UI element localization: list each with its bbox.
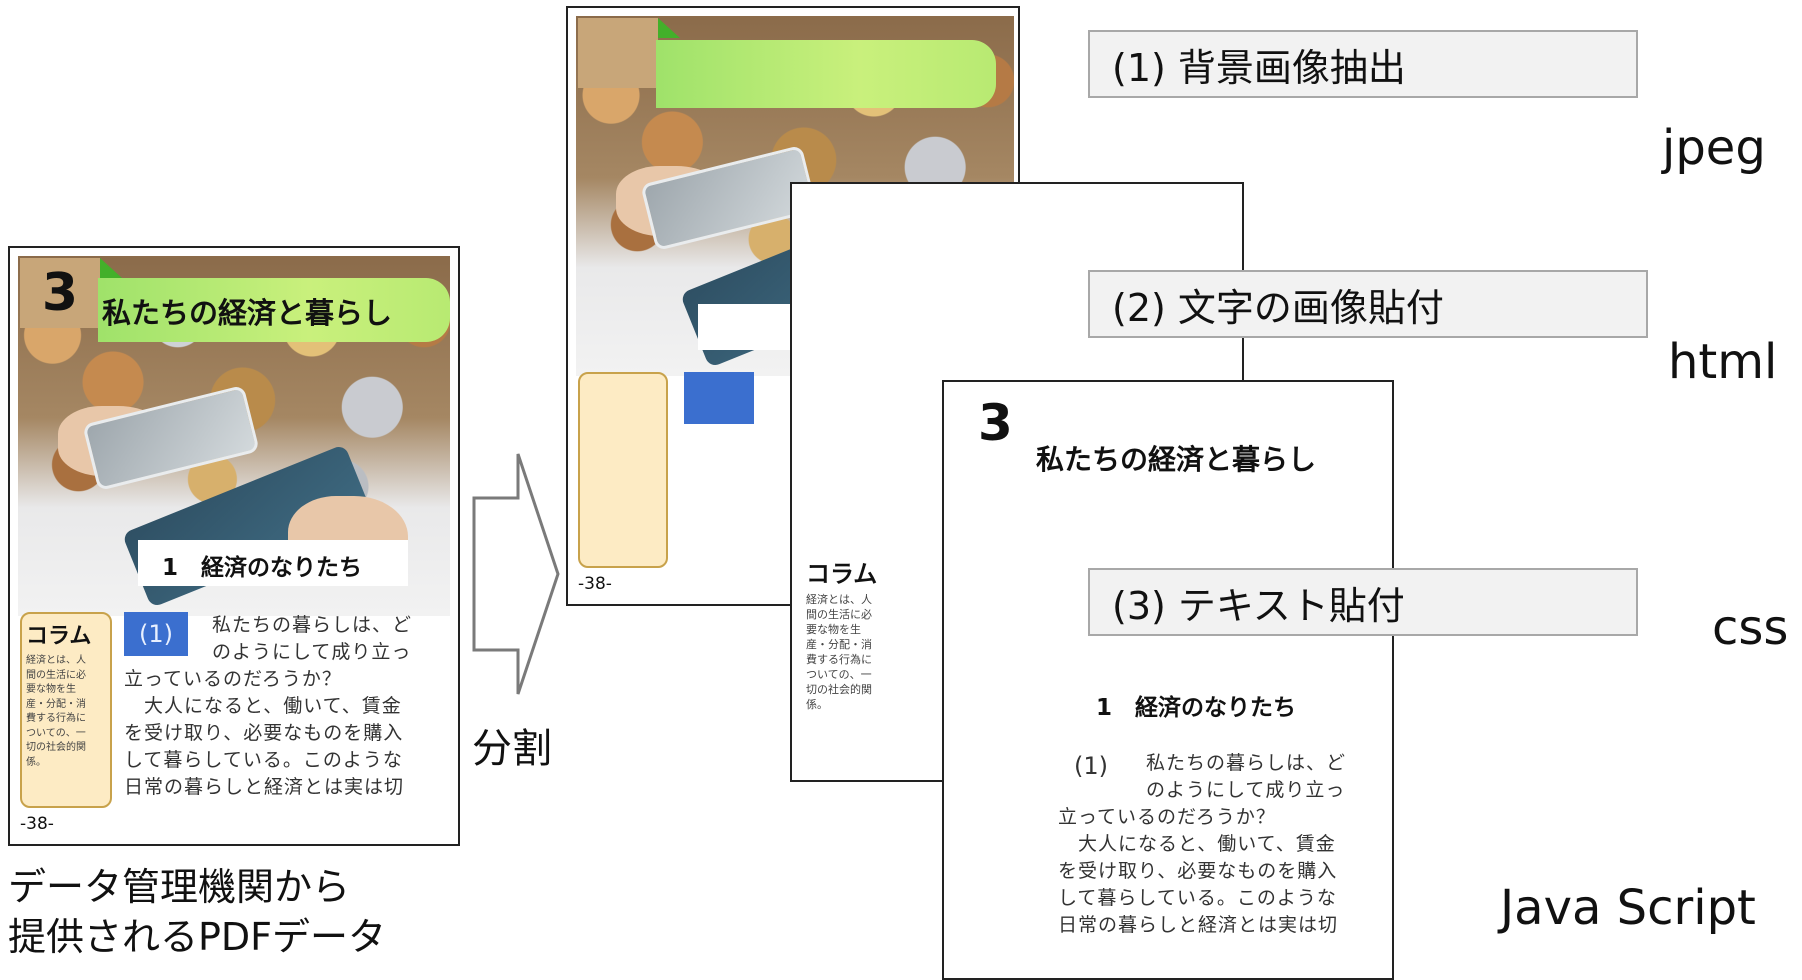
arrow-icon (472, 453, 560, 695)
paragraph-number: (1) (139, 620, 173, 648)
column-text: 経済とは、人間の生活に必 要な物を生産・分配・消 費する行為についての、一 切の… (26, 655, 86, 768)
chapter-number: 3 (978, 394, 1013, 452)
chapter-title: 私たちの経済と暮らし (1036, 443, 1317, 476)
chapter-number: 3 (41, 263, 79, 323)
step-label-character-image: (2) 文字の画像貼付 (1088, 270, 1648, 338)
chapter-number-tab (578, 18, 658, 88)
paragraph-number-badge: (1) (124, 612, 188, 656)
split-label: 分割 (472, 726, 552, 772)
section-heading: 1 経済のなりたち (162, 555, 363, 581)
paragraph-number: (1) (1074, 752, 1108, 780)
column-box: コラム 経済とは、人間の生活に必 要な物を生産・分配・消 費する行為についての、… (20, 612, 112, 808)
body-text: 私たちの暮らしは、ど のようにして成り立っ 立っているのだろうか？ 大人になると… (1058, 752, 1347, 936)
split-arrow (470, 450, 562, 698)
format-css: css (1712, 600, 1789, 656)
step-label-text-paste: (3) テキスト貼付 (1088, 568, 1638, 636)
original-pdf-page: 3 私たちの経済と暮らし 1 経済のなりたち コラム 経済とは、人間の生活に必 … (8, 246, 460, 846)
caption-line: データ管理機関から (8, 865, 351, 909)
chapter-title-band (98, 278, 450, 342)
page-number: -38- (578, 574, 612, 594)
format-html: html (1668, 334, 1778, 390)
page-number: -38- (20, 814, 54, 834)
chapter-number-tab: 3 (20, 258, 100, 328)
format-javascript: Java Script (1500, 880, 1756, 936)
body-text: 私たちの暮らしは、ど のようにして成り立っ 立っているのだろうか？ 大人になると… (124, 614, 413, 798)
column-title: コラム (806, 560, 878, 588)
paragraph-badge-block (684, 372, 754, 424)
pdf-caption: データ管理機関から 提供されるPDFデータ (8, 862, 386, 962)
section-heading-box (138, 540, 408, 586)
column-title: コラム (26, 624, 92, 649)
layer-text: 3 私たちの経済と暮らし 1 経済のなりたち (1) 私たちの暮らしは、ど のよ… (942, 380, 1394, 980)
caption-line: 提供されるPDFデータ (8, 915, 387, 959)
chapter-title: 私たちの経済と暮らし (102, 296, 393, 330)
format-jpeg: jpeg (1662, 120, 1766, 176)
green-flag (658, 18, 680, 38)
chapter-title-band (656, 40, 996, 108)
section-heading: 1 経済のなりたち (1096, 695, 1297, 721)
smartphone-image (82, 384, 260, 492)
step-label-background-extraction: (1) 背景画像抽出 (1088, 30, 1638, 98)
green-flag (100, 258, 122, 278)
column-text: 経済とは、人間の生活に必 要な物を生産・分配・消 費する行為についての、一 切の… (806, 593, 872, 711)
column-box (578, 372, 668, 568)
